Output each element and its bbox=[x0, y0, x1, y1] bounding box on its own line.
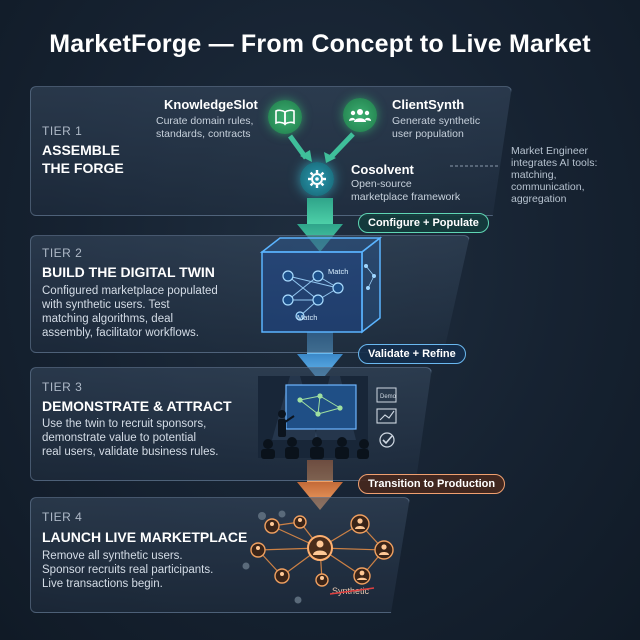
market-engineer-note: Market Engineer integrates AI tools: mat… bbox=[511, 145, 597, 205]
knowledge-slot-desc-line1: Curate domain rules, bbox=[156, 115, 254, 127]
knowledge-slot-desc: Curate domain rules, standards, contract… bbox=[156, 115, 253, 141]
tier-1-title: ASSEMBLE THE FORGE bbox=[42, 141, 124, 177]
tier-2-title: BUILD THE DIGITAL TWIN bbox=[42, 264, 215, 280]
configure-populate-badge: Configure + Populate bbox=[358, 213, 489, 233]
users-icon bbox=[343, 98, 377, 132]
tier-3-desc-line1: Use the twin to recruit sponsors, bbox=[42, 418, 207, 430]
cosolvent-name: Cosolvent bbox=[351, 162, 414, 177]
tier-2-desc: Configured marketplace populated with sy… bbox=[42, 284, 218, 340]
tier-2-panel bbox=[30, 235, 470, 353]
tier-4-desc: Remove all synthetic users. Sponsor recr… bbox=[42, 549, 213, 591]
gear-icon bbox=[300, 162, 334, 196]
tier-1-label: TIER 1 bbox=[42, 124, 83, 138]
side-note-line3: matching, bbox=[511, 169, 557, 181]
tier-2-desc-line2: with synthetic users. Test bbox=[42, 299, 170, 311]
tier-4-desc-line2: Sponsor recruits real participants. bbox=[42, 564, 214, 576]
tier-2-label: TIER 2 bbox=[42, 246, 83, 260]
tier-2-desc-line4: assembly, facilitator workflows. bbox=[42, 327, 199, 339]
side-note-line2: integrates AI tools: bbox=[511, 157, 598, 169]
transition-badge: Transition to Production bbox=[358, 474, 506, 494]
knowledge-slot-desc-line2: standards, contracts bbox=[156, 128, 251, 140]
client-synth-name: ClientSynth bbox=[392, 97, 465, 112]
tier-3-label: TIER 3 bbox=[42, 380, 83, 394]
validate-refine-badge: Validate + Refine bbox=[358, 344, 466, 364]
knowledge-slot-name: KnowledgeSlot bbox=[164, 97, 258, 112]
tier-2-desc-line3: matching algorithms, deal bbox=[42, 313, 174, 325]
cosolvent-desc-line2: marketplace framework bbox=[351, 191, 461, 203]
book-icon bbox=[268, 100, 302, 134]
tier-3-desc: Use the twin to recruit sponsors, demons… bbox=[42, 417, 218, 459]
tier-4-title: LAUNCH LIVE MARKETPLACE bbox=[42, 529, 248, 545]
client-synth-desc: Generate synthetic user population bbox=[392, 115, 480, 141]
tier-3-desc-line2: demonstrate value to potential bbox=[42, 432, 197, 444]
tier-4-label: TIER 4 bbox=[42, 510, 83, 524]
client-synth-desc-line2: user population bbox=[392, 128, 464, 140]
cosolvent-desc: Open-source marketplace framework bbox=[351, 178, 460, 204]
tier-4-desc-line1: Remove all synthetic users. bbox=[42, 550, 183, 562]
cosolvent-desc-line1: Open-source bbox=[351, 178, 412, 190]
side-note-line4: communication, bbox=[511, 181, 585, 193]
side-note-line1: Market Engineer bbox=[511, 145, 589, 157]
tier-4-desc-line3: Live transactions begin. bbox=[42, 578, 163, 590]
tier-3-title: DEMONSTRATE & ATTRACT bbox=[42, 398, 232, 414]
side-note-line5: aggregation bbox=[511, 193, 567, 205]
client-synth-desc-line1: Generate synthetic bbox=[392, 115, 481, 127]
tier-3-desc-line3: real users, validate business rules. bbox=[42, 446, 219, 458]
tier-1-title-line2: THE FORGE bbox=[42, 160, 124, 176]
tier-2-desc-line1: Configured marketplace populated bbox=[42, 285, 218, 297]
page-title: MarketForge — From Concept to Live Marke… bbox=[49, 30, 591, 58]
tier-1-title-line1: ASSEMBLE bbox=[42, 142, 120, 158]
